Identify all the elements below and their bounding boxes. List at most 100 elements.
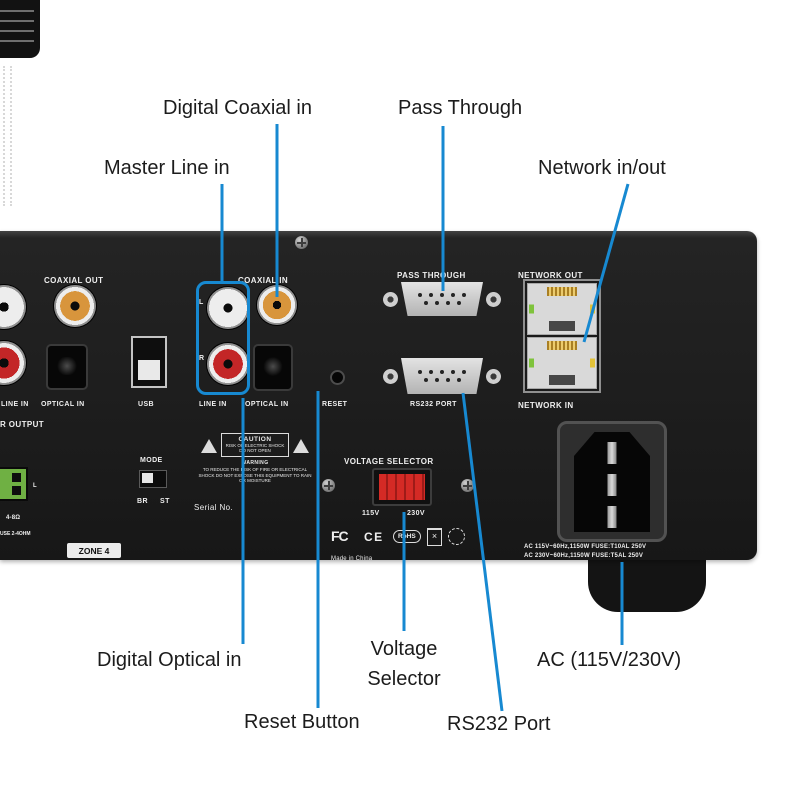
rca-jack-line-out-white: [0, 285, 26, 329]
reset-pinhole: [330, 370, 345, 385]
db9-screw: [486, 291, 501, 307]
db9-shell: [401, 282, 483, 316]
label-impedance-l: L: [33, 483, 37, 489]
zone4-label: ZONE 4: [67, 543, 121, 558]
ac-inlet-socket: [574, 432, 650, 532]
db9-connector-pass-through: [383, 282, 501, 316]
rca-jack-line-in-r-red: [207, 343, 249, 385]
rca-jack-coaxial-in-orange: [257, 285, 297, 325]
label-optical-in-mid: OPTICAL IN: [245, 401, 289, 408]
serial-no-label: Serial No.: [194, 503, 234, 512]
fcc-logo: FC: [331, 528, 349, 544]
ce-logo: CE: [364, 530, 384, 544]
ac-blade: [607, 474, 617, 496]
caution-line1: RISK OF ELECTRIC SHOCK: [225, 443, 285, 448]
label-coaxial-out: COAXIAL OUT: [44, 276, 104, 285]
db9-screw: [383, 291, 398, 307]
speaker-fin: [0, 10, 34, 12]
rj45-slot: [549, 321, 575, 331]
ac-blade: [607, 506, 617, 528]
caution-plate: CAUTION RISK OF ELECTRIC SHOCK DO NOT OP…: [198, 433, 312, 484]
callout-rs232-port: RS232 Port: [447, 713, 551, 735]
callout-digital-optical-in: Digital Optical in: [97, 649, 242, 671]
mode-switch: [139, 470, 167, 488]
callout-ac-power: AC (115V/230V): [537, 649, 682, 671]
cropped-artwork-line: [3, 66, 5, 206]
amplifier-rear-panel: COAXIAL OUT LINE IN OPTICAL IN USB COAXI…: [0, 231, 757, 560]
rj45-pins: [547, 341, 577, 350]
db9-screw: [486, 368, 501, 384]
speaker-fin: [0, 20, 34, 22]
warning-title: WARNING: [241, 459, 269, 466]
label-mode-st: ST: [160, 498, 170, 505]
callout-reset-button: Reset Button: [244, 711, 360, 733]
warning-triangle-icon: [201, 439, 217, 453]
panel-screw: [461, 479, 474, 492]
label-use-ohm: USE 2-4OHM: [0, 531, 31, 537]
panel-screw: [322, 479, 335, 492]
label-coaxial-in: COAXIAL IN: [238, 276, 289, 285]
rca-jack-line-in-l-white: [207, 287, 249, 329]
label-rs232-port: RS232 PORT: [410, 401, 457, 408]
rj45-network-in: [527, 337, 597, 389]
panel-screw: [295, 236, 308, 249]
rca-jack-line-out-red: [0, 341, 26, 385]
callout-network-in-out: Network in/out: [538, 157, 666, 179]
label-r-output: R OUTPUT: [0, 420, 45, 429]
usb-tongue: [138, 360, 160, 380]
callout-voltage-line2: Selector: [367, 668, 441, 690]
label-impedance: 4-8Ω: [6, 515, 21, 521]
mode-switch-knob: [142, 473, 153, 483]
callout-master-line-in: Master Line in: [104, 157, 230, 179]
power-rating-line2: AC 230V~60Hz,1150W FUSE:T5AL 250V: [524, 553, 644, 559]
label-usb: USB: [138, 401, 154, 408]
caution-line2: DO NOT OPEN: [239, 448, 271, 454]
rj45-pins: [547, 287, 577, 296]
caution-title: CAUTION: [238, 436, 272, 443]
power-rating-line1: AC 115V~60Hz,1150W FUSE:T10AL 250V: [524, 544, 647, 550]
voltage-selector-switch: [372, 468, 432, 506]
rj45-network-out: [527, 283, 597, 335]
highlight-box-master-line-in: [196, 281, 250, 395]
label-line-in-left: LINE IN: [1, 401, 29, 408]
link-led-yellow: [590, 304, 595, 314]
rca-jack-coaxial-out-orange: [54, 285, 96, 327]
speaker-terminal-green: [0, 467, 28, 501]
callout-voltage-selector: Voltage Selector: [344, 634, 464, 694]
label-mode-br: BR: [137, 498, 148, 505]
cropped-artwork-line: [10, 66, 12, 206]
network-port-block: [523, 279, 601, 393]
made-in-china-label: Made in China: [331, 556, 373, 560]
db9-connector-rs232: [383, 358, 501, 394]
caution-box: CAUTION RISK OF ELECTRIC SHOCK DO NOT OP…: [221, 433, 289, 457]
link-led-yellow: [590, 358, 595, 368]
weee-x: ×: [431, 531, 438, 541]
speaker-corner-crop: [0, 0, 40, 58]
panel-foot: [588, 552, 706, 612]
warning-triangle-icon: [293, 439, 309, 453]
link-led-green: [529, 358, 534, 368]
label-voltage-selector: VOLTAGE SELECTOR: [344, 457, 434, 466]
label-115v: 115V: [362, 510, 380, 517]
label-channel-l: L: [199, 299, 204, 306]
usb-port: [131, 336, 167, 388]
label-channel-r: R: [199, 355, 205, 362]
db9-screw: [383, 368, 398, 384]
label-optical-in-left: OPTICAL IN: [41, 401, 85, 408]
label-pass-through: PASS THROUGH: [397, 271, 466, 280]
label-network-out: NETWORK OUT: [518, 271, 583, 280]
ac-inlet: [557, 421, 667, 542]
ac-blade: [607, 442, 617, 464]
label-230v: 230V: [407, 510, 425, 517]
weee-bin-icon: ×: [427, 528, 442, 546]
db9-shell: [401, 358, 483, 394]
optical-in-port-left: [46, 344, 88, 390]
label-mode: MODE: [140, 457, 163, 464]
rohs-logo: RoHS: [393, 530, 421, 543]
label-reset: RESET: [322, 401, 348, 408]
recycle-icon: [448, 528, 465, 545]
label-line-in-mid: LINE IN: [199, 401, 227, 408]
optical-in-port-mid: [253, 344, 293, 391]
label-network-in: NETWORK IN: [518, 401, 574, 410]
